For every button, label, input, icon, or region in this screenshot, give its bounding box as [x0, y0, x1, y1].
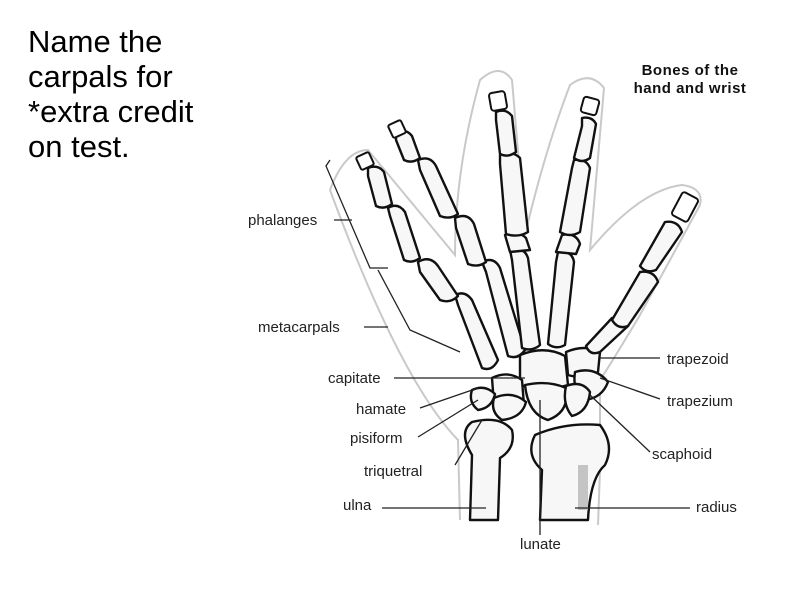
label-scaphoid: scaphoid — [652, 446, 712, 463]
label-triquetral: triquetral — [364, 463, 422, 480]
diagram-title-line1: Bones of the — [642, 62, 739, 79]
pisiform-bone — [469, 386, 497, 412]
thumb-phalanges — [610, 191, 699, 329]
triquetral-bone — [491, 393, 528, 422]
label-lunate: lunate — [520, 536, 561, 553]
leader-lines — [334, 219, 690, 535]
diagram-title-line2: hand and wrist — [634, 80, 747, 97]
label-phalanges: phalanges — [248, 212, 317, 229]
ring-finger-phalanges — [387, 119, 488, 267]
lunate-bone — [523, 381, 568, 422]
radius-bone — [530, 423, 611, 522]
label-metacarpals: metacarpals — [258, 319, 340, 336]
label-pisiform: pisiform — [350, 430, 403, 447]
label-trapezoid: trapezoid — [667, 351, 729, 368]
label-ulna: ulna — [343, 497, 372, 514]
instruction-text: Name the carpals for *extra credit on te… — [28, 24, 194, 164]
middle-finger-phalanges — [488, 90, 532, 254]
label-capitate: capitate — [328, 370, 381, 387]
radius-shading — [578, 465, 588, 510]
hand-skin-outline — [328, 70, 702, 526]
metacarpals-bracket — [377, 269, 461, 353]
label-hamate: hamate — [356, 401, 406, 418]
label-trapezium: trapezium — [667, 393, 733, 410]
scaphoid-bone — [563, 382, 592, 418]
phalanges-bracket — [325, 159, 388, 269]
label-radius: radius — [696, 499, 737, 516]
index-finger-phalanges — [554, 95, 601, 256]
ulna-bone — [463, 418, 514, 522]
little-finger-phalanges — [355, 151, 460, 303]
